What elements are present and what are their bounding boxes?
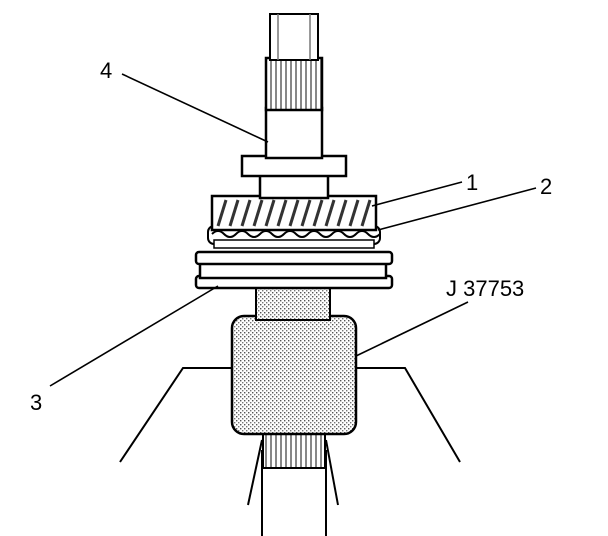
gear [210,194,378,232]
leader-line-2 [377,187,537,231]
callout-4: 4 [100,58,112,83]
upper-spline [264,13,324,112]
lower-spline [261,431,327,536]
leader-lines [49,73,537,387]
tool-j37753 [230,287,358,436]
shaft-assembly [240,106,348,200]
callout-labels: 4 1 2 3 J 37753 [30,58,552,415]
support-plate [194,250,394,290]
leader-line-3 [49,285,219,387]
callout-2: 2 [540,174,552,199]
leader-line-4 [121,73,269,143]
press-stand [119,367,461,463]
callout-1: 1 [466,170,478,195]
lower-shaft [247,439,339,506]
callout-3: 3 [30,390,42,415]
leader-line-1 [371,181,463,207]
leader-line-tool [355,301,469,357]
callout-tool-j37753: J 37753 [446,276,524,301]
